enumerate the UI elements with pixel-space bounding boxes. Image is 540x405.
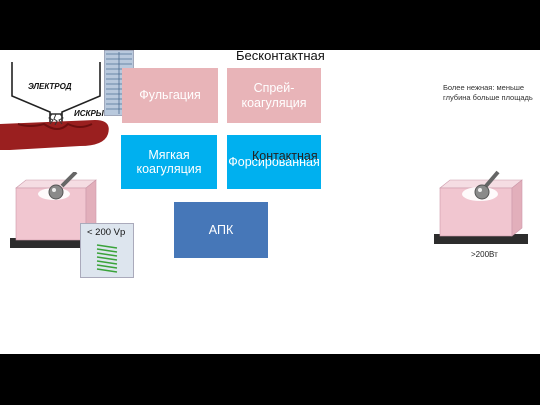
- tile-forced-coagulation: Форсированная: [227, 135, 321, 189]
- electrode-label: ЭЛЕКТРОД: [28, 82, 72, 91]
- noncontact-title: Бесконтактная: [236, 50, 325, 63]
- power-label: >200Вт: [471, 250, 498, 259]
- slide: Бесконтактная ЭЛЕКТРОД ИСКРЫ Фульгация С…: [0, 50, 540, 354]
- voltage-label: < 200 Vp: [87, 227, 126, 238]
- tile-fulguration: Фульгация: [122, 68, 218, 123]
- voltage-box: < 200 Vp: [80, 223, 134, 278]
- tile-soft-coagulation: Мягкая коагуляция: [121, 135, 217, 189]
- tile-spray-coagulation: Спрей-коагуляция: [227, 68, 321, 123]
- right-tissue-electrode: [434, 170, 528, 244]
- electrode-sparks-illustration: [0, 62, 109, 150]
- gentle-mode-note: Более нежная: меньше глубина больше площ…: [443, 83, 533, 103]
- coil-icon: [96, 244, 118, 273]
- contact-title: Контактная: [252, 149, 318, 163]
- sparks-label: ИСКРЫ: [74, 109, 104, 118]
- tile-apc: АПК: [174, 202, 268, 258]
